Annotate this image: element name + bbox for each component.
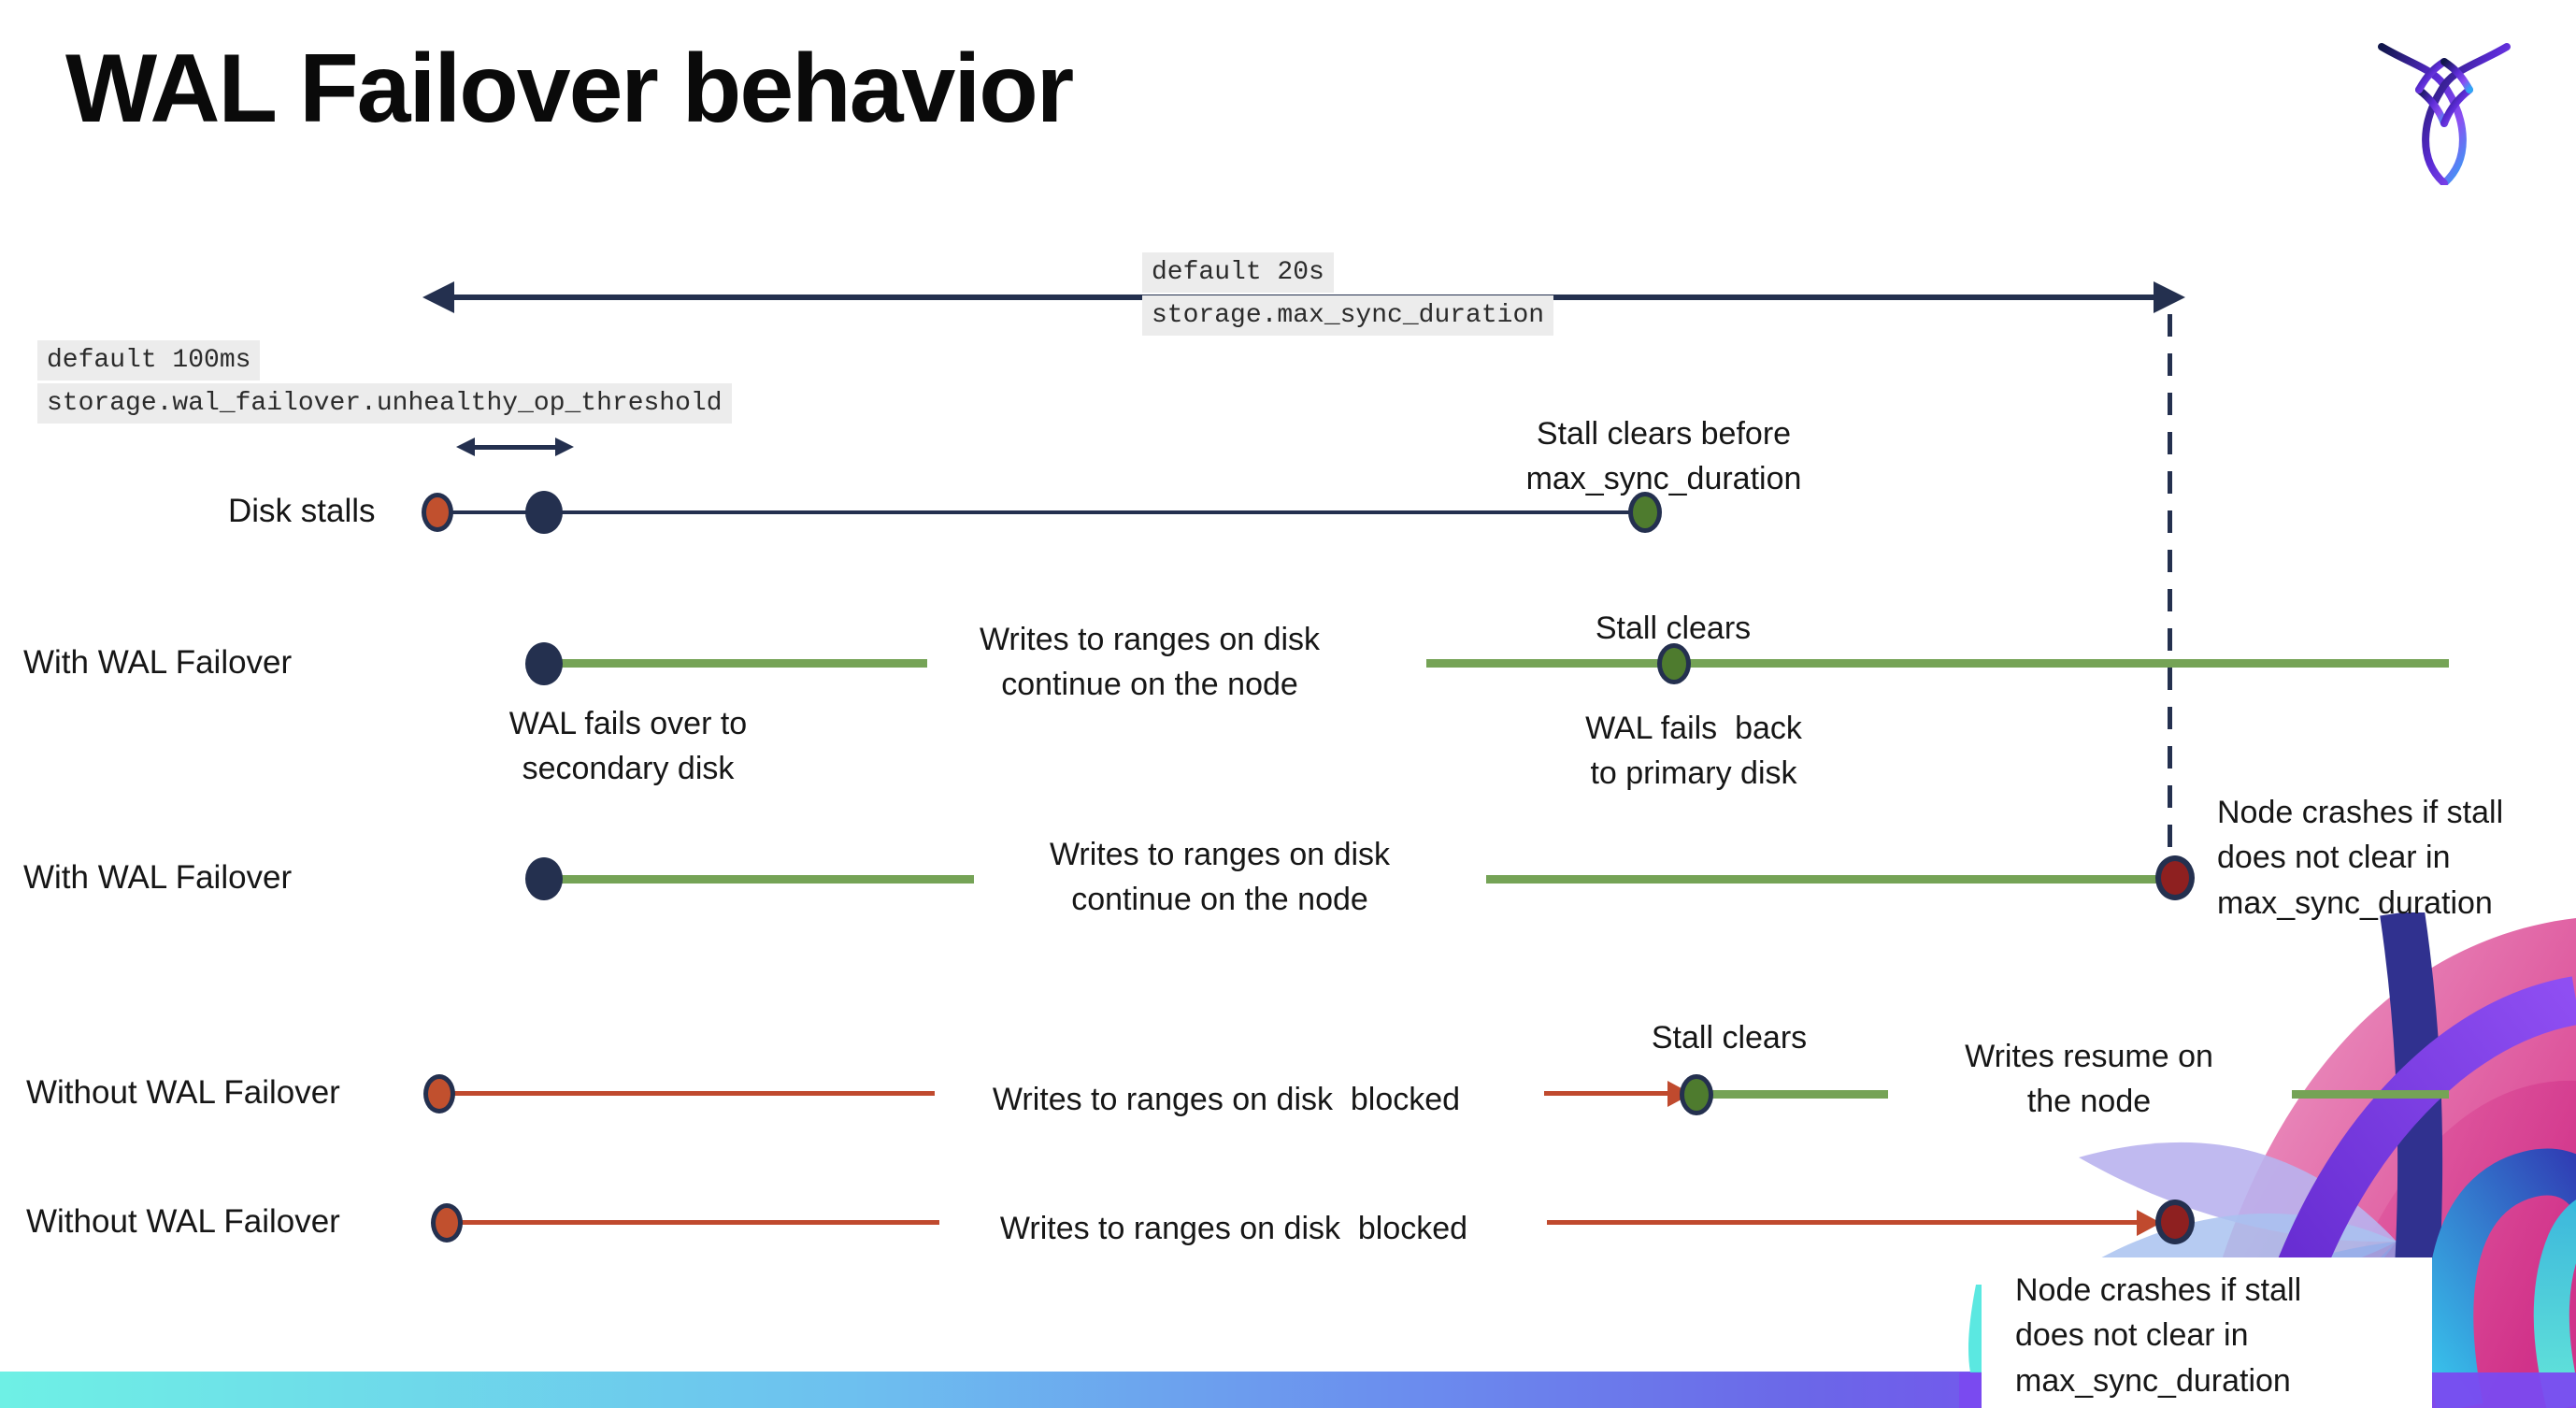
threshold-arrow-right-head-icon [555,438,574,456]
row-label-with-wal-failover-1: With WAL Failover [23,644,293,681]
row5-red-line-b [1547,1220,2139,1225]
row4-red-line-a [454,1091,935,1096]
disk-stalls-timeline [437,510,1645,514]
row4-green-line-b [2292,1090,2449,1099]
row3-writes-continue-note: Writes to ranges on disk continue on the… [1049,837,1391,918]
stall-clears-before-note: Stall clears before max_sync_duration [1525,416,1802,497]
row3-failover-dot [525,857,563,900]
max-sync-default-label: default 20s [1142,252,1334,293]
row2-stall-clears-dot [1657,643,1691,684]
row3-green-line-a [561,875,974,884]
row-label-disk-stalls: Disk stalls [228,493,376,529]
disk-stall-start-dot [422,493,453,532]
row-label-without-wal-failover-1: Without WAL Failover [26,1074,340,1111]
row4-red-line-b [1544,1091,1669,1096]
arrow-right-head-icon [2154,281,2185,313]
row5-red-line-a [462,1220,939,1225]
row-label-with-wal-failover-2: With WAL Failover [23,859,293,896]
arrow-left-head-icon [422,281,454,313]
row2-fails-back-note: WAL fails back to primary disk [1585,711,1802,792]
row5-node-crash-dot [2155,1200,2195,1244]
threshold-arrow-left-head-icon [456,438,475,456]
failover-trigger-dot [525,491,563,534]
threshold-setting-label: storage.wal_failover.unhealthy_op_thresh… [37,383,732,424]
node-crash-label-box [1982,1257,2432,1408]
row4-stall-clears-dot [1680,1074,1713,1115]
row5-node-crashes-note: Node crashes if stall does not clear in … [2015,1272,2302,1399]
row2-green-line-b [1426,659,2449,668]
threshold-default-label: default 100ms [37,340,261,381]
cockroachdb-logo-icon [2378,43,2511,185]
row3-green-line-b [1486,875,2175,884]
stall-clears-dot [1628,492,1662,533]
row4-writes-blocked-note: Writes to ranges on disk blocked [992,1082,1461,1117]
row2-stall-clears-note: Stall clears [1595,611,1752,646]
row5-writes-blocked-note: Writes to ranges on disk blocked [999,1211,1468,1246]
row3-node-crash-dot [2155,855,2195,900]
max-sync-setting-label: storage.max_sync_duration [1142,295,1554,336]
max-sync-duration-callout: default 20s storage.max_sync_duration [1142,252,1554,338]
row2-failover-dot [525,642,563,685]
row2-writes-continue-note: Writes to ranges on disk continue on the… [979,622,1321,703]
threshold-arrow-line [473,445,557,450]
row2-green-line-a [561,659,927,668]
row3-node-crashes-note: Node crashes if stall does not clear in … [2217,795,2504,921]
row4-stall-clears-note: Stall clears [1651,1020,1808,1056]
unhealthy-op-threshold-callout: default 100ms storage.wal_failover.unhea… [37,340,732,426]
max-sync-deadline-dashed-line [2168,314,2172,856]
row4-green-line-a [1710,1090,1888,1099]
row-label-without-wal-failover-2: Without WAL Failover [26,1203,340,1240]
row2-fails-over-note: WAL fails over to secondary disk [508,706,748,787]
row4-stall-start-dot [423,1074,455,1113]
row4-writes-resume-note: Writes resume on the node [1965,1039,2213,1120]
page-title: WAL Failover behavior [65,35,1074,143]
row5-stall-start-dot [431,1203,463,1243]
